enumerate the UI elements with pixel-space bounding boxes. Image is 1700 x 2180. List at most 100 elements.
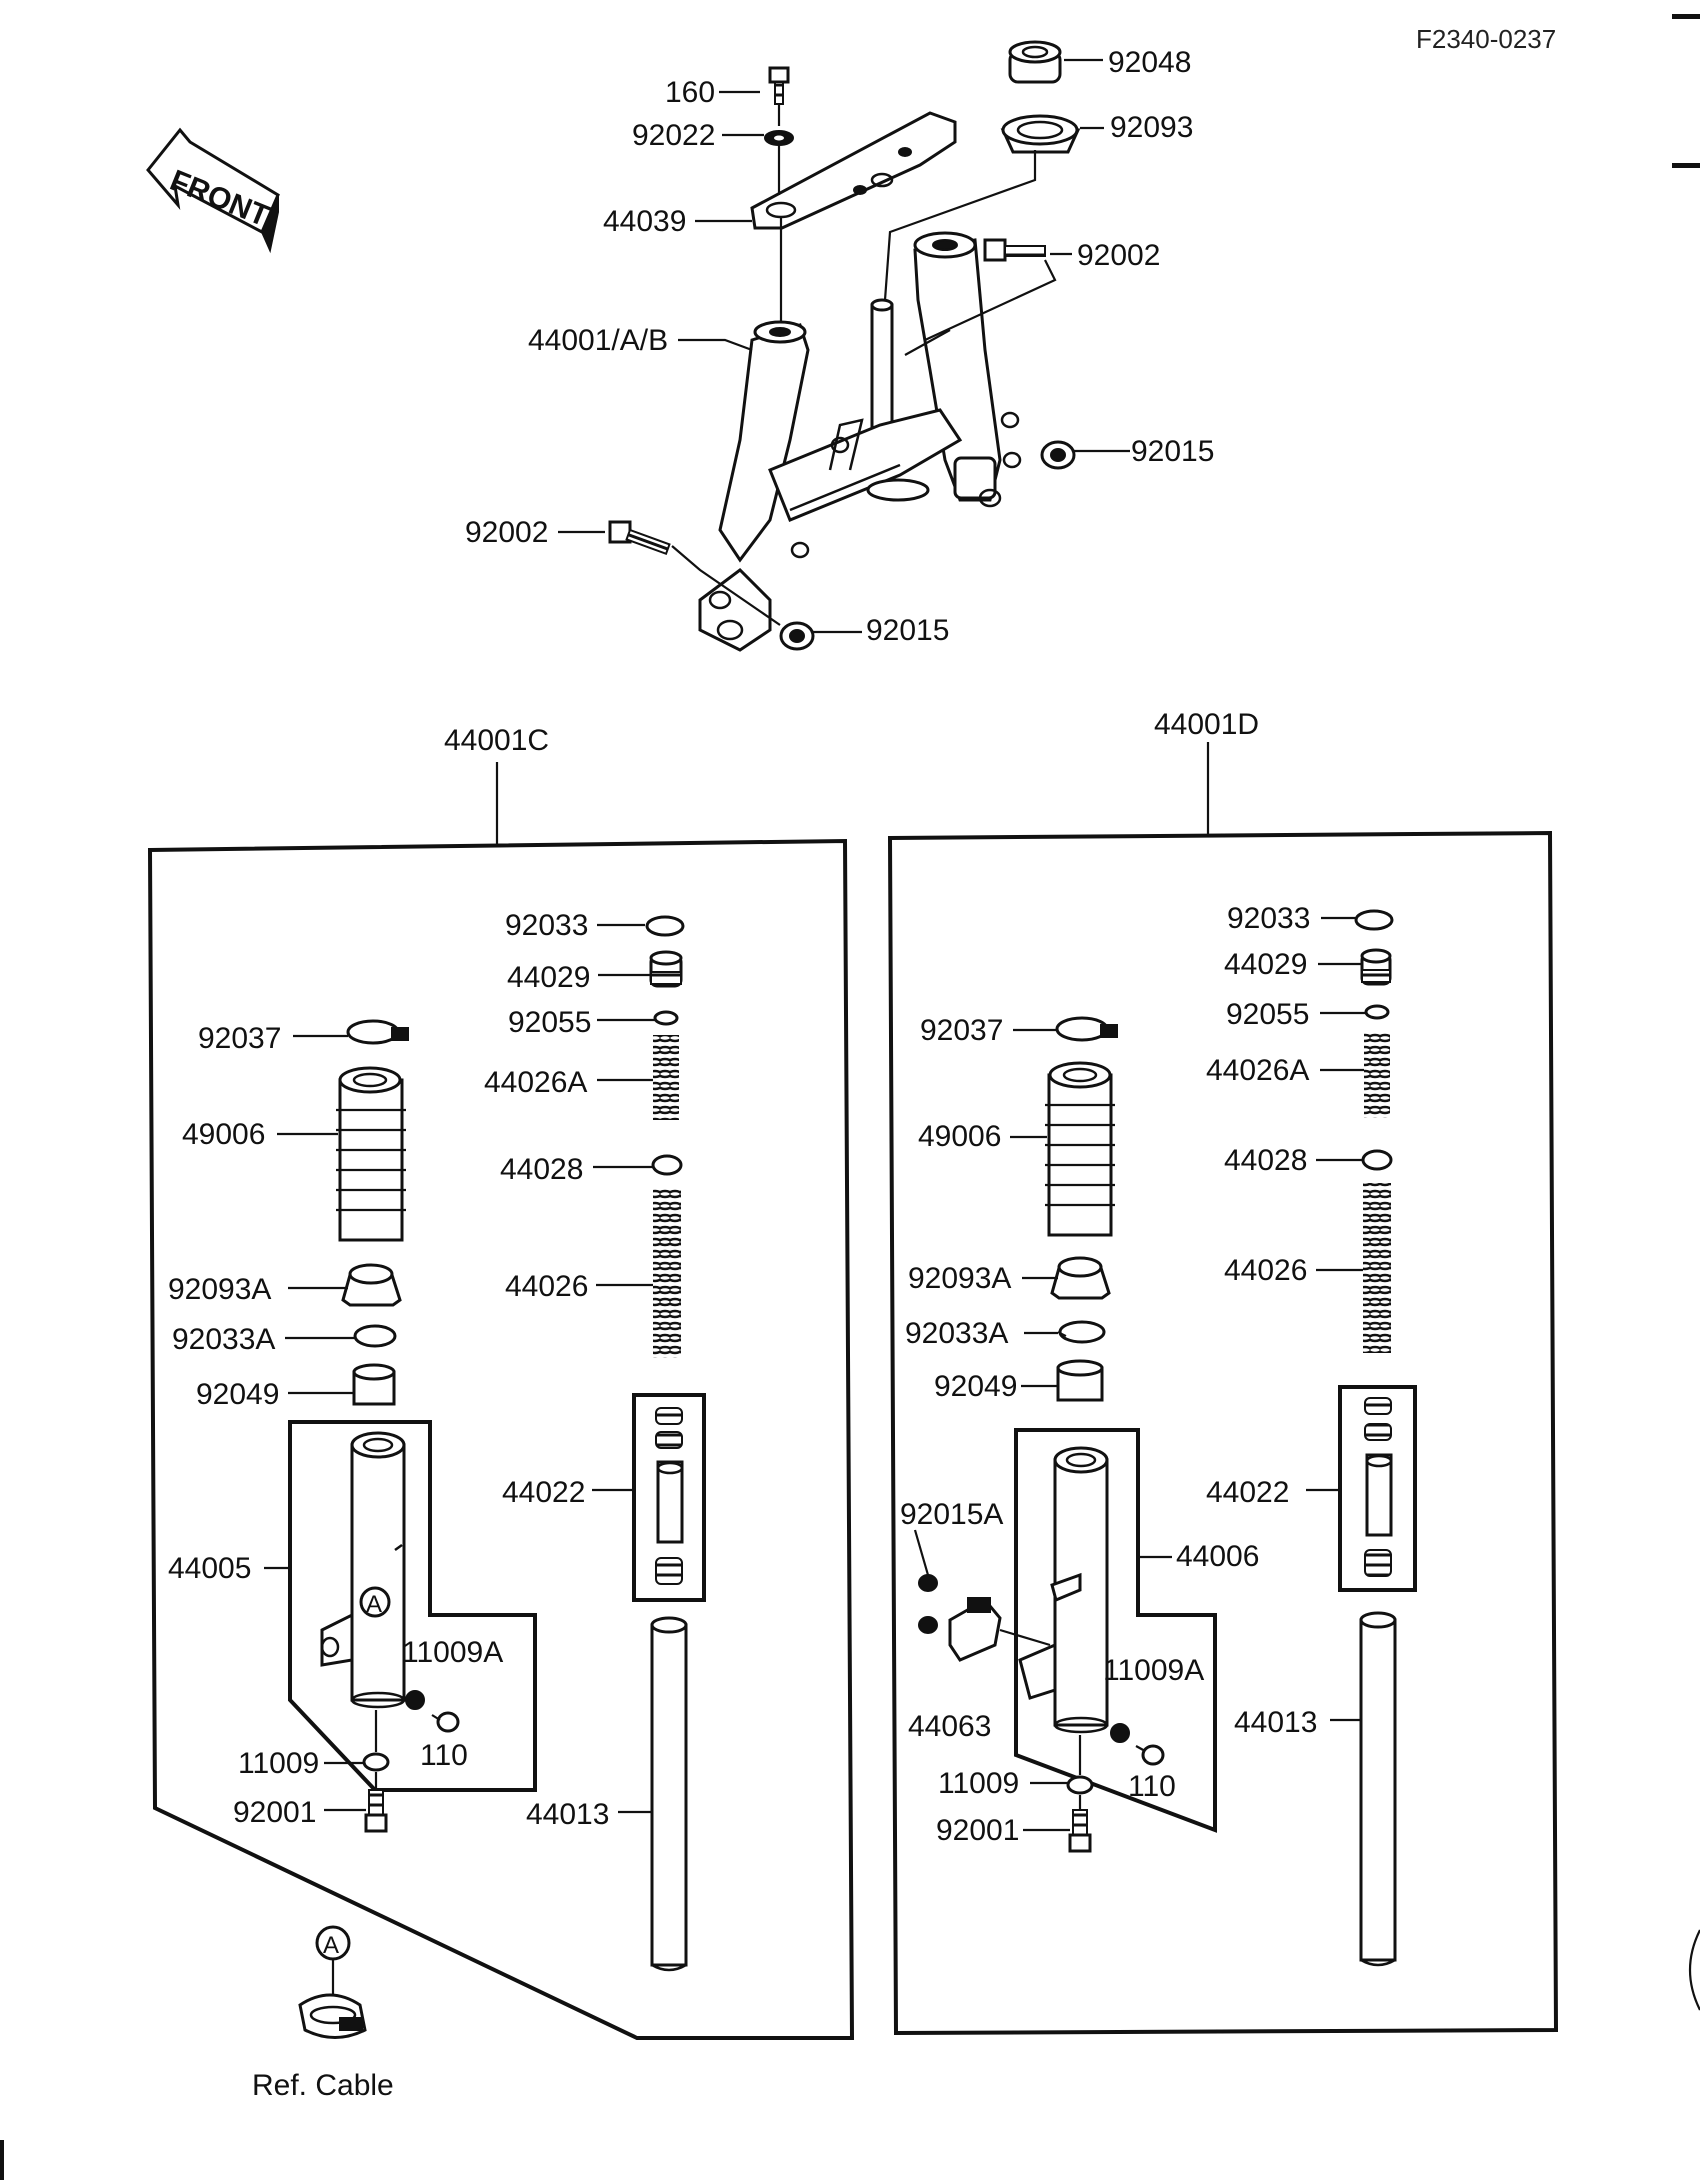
clamp-d-92037-icon bbox=[1055, 1016, 1118, 1042]
label-c-44022: 44022 bbox=[502, 1476, 585, 1509]
label-d-110: 110 bbox=[1128, 1770, 1176, 1803]
label-d-92055: 92055 bbox=[1226, 998, 1309, 1031]
washer-11009a-icon bbox=[405, 1690, 425, 1710]
label-44001d: 44001D bbox=[1154, 708, 1259, 741]
label-c-49006: 49006 bbox=[182, 1118, 265, 1151]
label-d-92037: 92037 bbox=[920, 1014, 1003, 1047]
label-d-11009a: 11009A bbox=[1103, 1654, 1204, 1687]
seal-d-92093a-icon bbox=[1050, 1256, 1111, 1300]
label-92048: 92048 bbox=[1108, 46, 1191, 79]
label-ref-cable: Ref. Cable bbox=[252, 2069, 394, 2102]
inner-tube-44013-icon bbox=[650, 1616, 688, 1972]
spring-d-44026a-icon bbox=[1364, 1033, 1390, 1118]
fork-leg-box-left bbox=[288, 1420, 537, 1792]
seal-92048-icon bbox=[1008, 40, 1062, 84]
washer-d-11009a-icon bbox=[1110, 1723, 1130, 1743]
label-44039: 44039 bbox=[603, 205, 686, 238]
label-c-92033a: 92033A bbox=[172, 1323, 275, 1356]
collar-44028-icon bbox=[651, 1154, 683, 1176]
ref-marker-a-icon bbox=[315, 1925, 351, 1961]
bolt-92002-left-icon bbox=[608, 520, 671, 556]
screw-110-icon bbox=[431, 1711, 460, 1733]
label-d-44063: 44063 bbox=[908, 1710, 991, 1743]
label-92002-left: 92002 bbox=[465, 516, 548, 549]
oring-d-92055-icon bbox=[1364, 1004, 1390, 1020]
bolt-92001-icon bbox=[364, 1789, 388, 1833]
damper-d-44022-icon bbox=[1364, 1397, 1393, 1577]
label-c-92093a: 92093A bbox=[168, 1273, 271, 1306]
bolt-d-92001-icon bbox=[1068, 1809, 1092, 1853]
frame-44001d bbox=[887, 830, 1559, 2036]
label-d-92033a: 92033A bbox=[905, 1317, 1008, 1350]
label-44001c: 44001C bbox=[444, 724, 549, 757]
label-c-92055: 92055 bbox=[508, 1006, 591, 1039]
spring-seat-d-44029-icon bbox=[1360, 948, 1392, 986]
frame-44001c bbox=[147, 838, 855, 2040]
label-d-92093a: 92093A bbox=[908, 1262, 1011, 1295]
fork-leg-box-right bbox=[1014, 1428, 1217, 1833]
cable-guide-icon bbox=[298, 1993, 367, 2039]
label-d-44006: 44006 bbox=[1176, 1540, 1259, 1573]
marker-a-label: A bbox=[366, 1591, 382, 1618]
spring-d-44026-icon bbox=[1363, 1183, 1391, 1353]
label-d-92049: 92049 bbox=[934, 1370, 1017, 1403]
label-c-92037: 92037 bbox=[198, 1022, 281, 1055]
label-c-11009: 11009 bbox=[238, 1747, 319, 1780]
spring-seat-44029-icon bbox=[649, 950, 683, 988]
label-d-11009: 11009 bbox=[938, 1767, 1019, 1800]
label-92002-top: 92002 bbox=[1077, 239, 1160, 272]
label-44001-a-b: 44001/A/B bbox=[528, 324, 668, 357]
edge-mark bbox=[0, 2140, 4, 2180]
collar-d-44028-icon bbox=[1361, 1149, 1393, 1171]
clamp-92037-icon bbox=[346, 1019, 409, 1045]
bushing-d-92049-icon bbox=[1056, 1359, 1104, 1402]
label-d-44029: 44029 bbox=[1224, 948, 1307, 981]
label-92022: 92022 bbox=[632, 119, 715, 152]
screw-d-110-icon bbox=[1135, 1744, 1165, 1766]
handlebar-plate-icon bbox=[750, 111, 957, 230]
edge-mark bbox=[1672, 14, 1700, 19]
oring-92055-icon bbox=[653, 1010, 679, 1026]
label-c-11009a: 11009A bbox=[402, 1636, 503, 1669]
label-c-44029: 44029 bbox=[507, 961, 590, 994]
bolt-160-icon bbox=[768, 66, 790, 105]
inner-tube-d-44013-icon bbox=[1359, 1611, 1397, 1967]
seal-92093a-icon bbox=[341, 1263, 402, 1307]
label-92015-right: 92015 bbox=[1131, 435, 1214, 468]
damper-box-right bbox=[1338, 1385, 1417, 1592]
circlip-d-92033a-icon bbox=[1057, 1320, 1106, 1344]
nut-92015-bottom-icon bbox=[779, 621, 815, 651]
fork-boss-right bbox=[913, 238, 1002, 502]
label-92093: 92093 bbox=[1110, 111, 1193, 144]
washer-11009-icon bbox=[362, 1752, 390, 1772]
bracket-44063-icon bbox=[948, 1597, 1051, 1662]
label-c-44013: 44013 bbox=[526, 1798, 609, 1831]
label-d-44026a: 44026A bbox=[1206, 1054, 1309, 1087]
spring-44026a-icon bbox=[653, 1035, 679, 1120]
circlip-92033a-icon bbox=[353, 1324, 397, 1348]
label-d-44013: 44013 bbox=[1234, 1706, 1317, 1739]
label-d-44028: 44028 bbox=[1224, 1144, 1307, 1177]
edge-mark bbox=[1688, 1929, 1700, 2011]
washer-d-11009-icon bbox=[1066, 1775, 1094, 1795]
seal-92093-icon bbox=[1000, 114, 1081, 154]
marker-a-icon bbox=[359, 1586, 391, 1618]
bolt-92002-top-icon bbox=[983, 238, 1046, 262]
label-92015-bottom: 92015 bbox=[866, 614, 949, 647]
nut-92015a-icon bbox=[918, 1574, 938, 1634]
label-c-44028: 44028 bbox=[500, 1153, 583, 1186]
label-d-92033: 92033 bbox=[1227, 902, 1310, 935]
label-d-92015a: 92015A bbox=[900, 1498, 1003, 1531]
diagram-code: F2340-0237 bbox=[1416, 24, 1556, 54]
outer-tube-44005-icon bbox=[320, 1431, 406, 1709]
damper-44022-icon bbox=[655, 1407, 684, 1585]
triple-clamp-assembly bbox=[608, 40, 1081, 652]
ref-marker-a-label: A bbox=[323, 1932, 339, 1959]
nut-92015-right-icon bbox=[1040, 440, 1076, 470]
label-c-110: 110 bbox=[420, 1739, 468, 1772]
label-d-92001: 92001 bbox=[936, 1814, 1019, 1847]
outer-tube-44006-icon bbox=[1018, 1446, 1109, 1734]
bushing-92049-icon bbox=[352, 1363, 396, 1406]
label-160: 160 bbox=[665, 76, 715, 109]
